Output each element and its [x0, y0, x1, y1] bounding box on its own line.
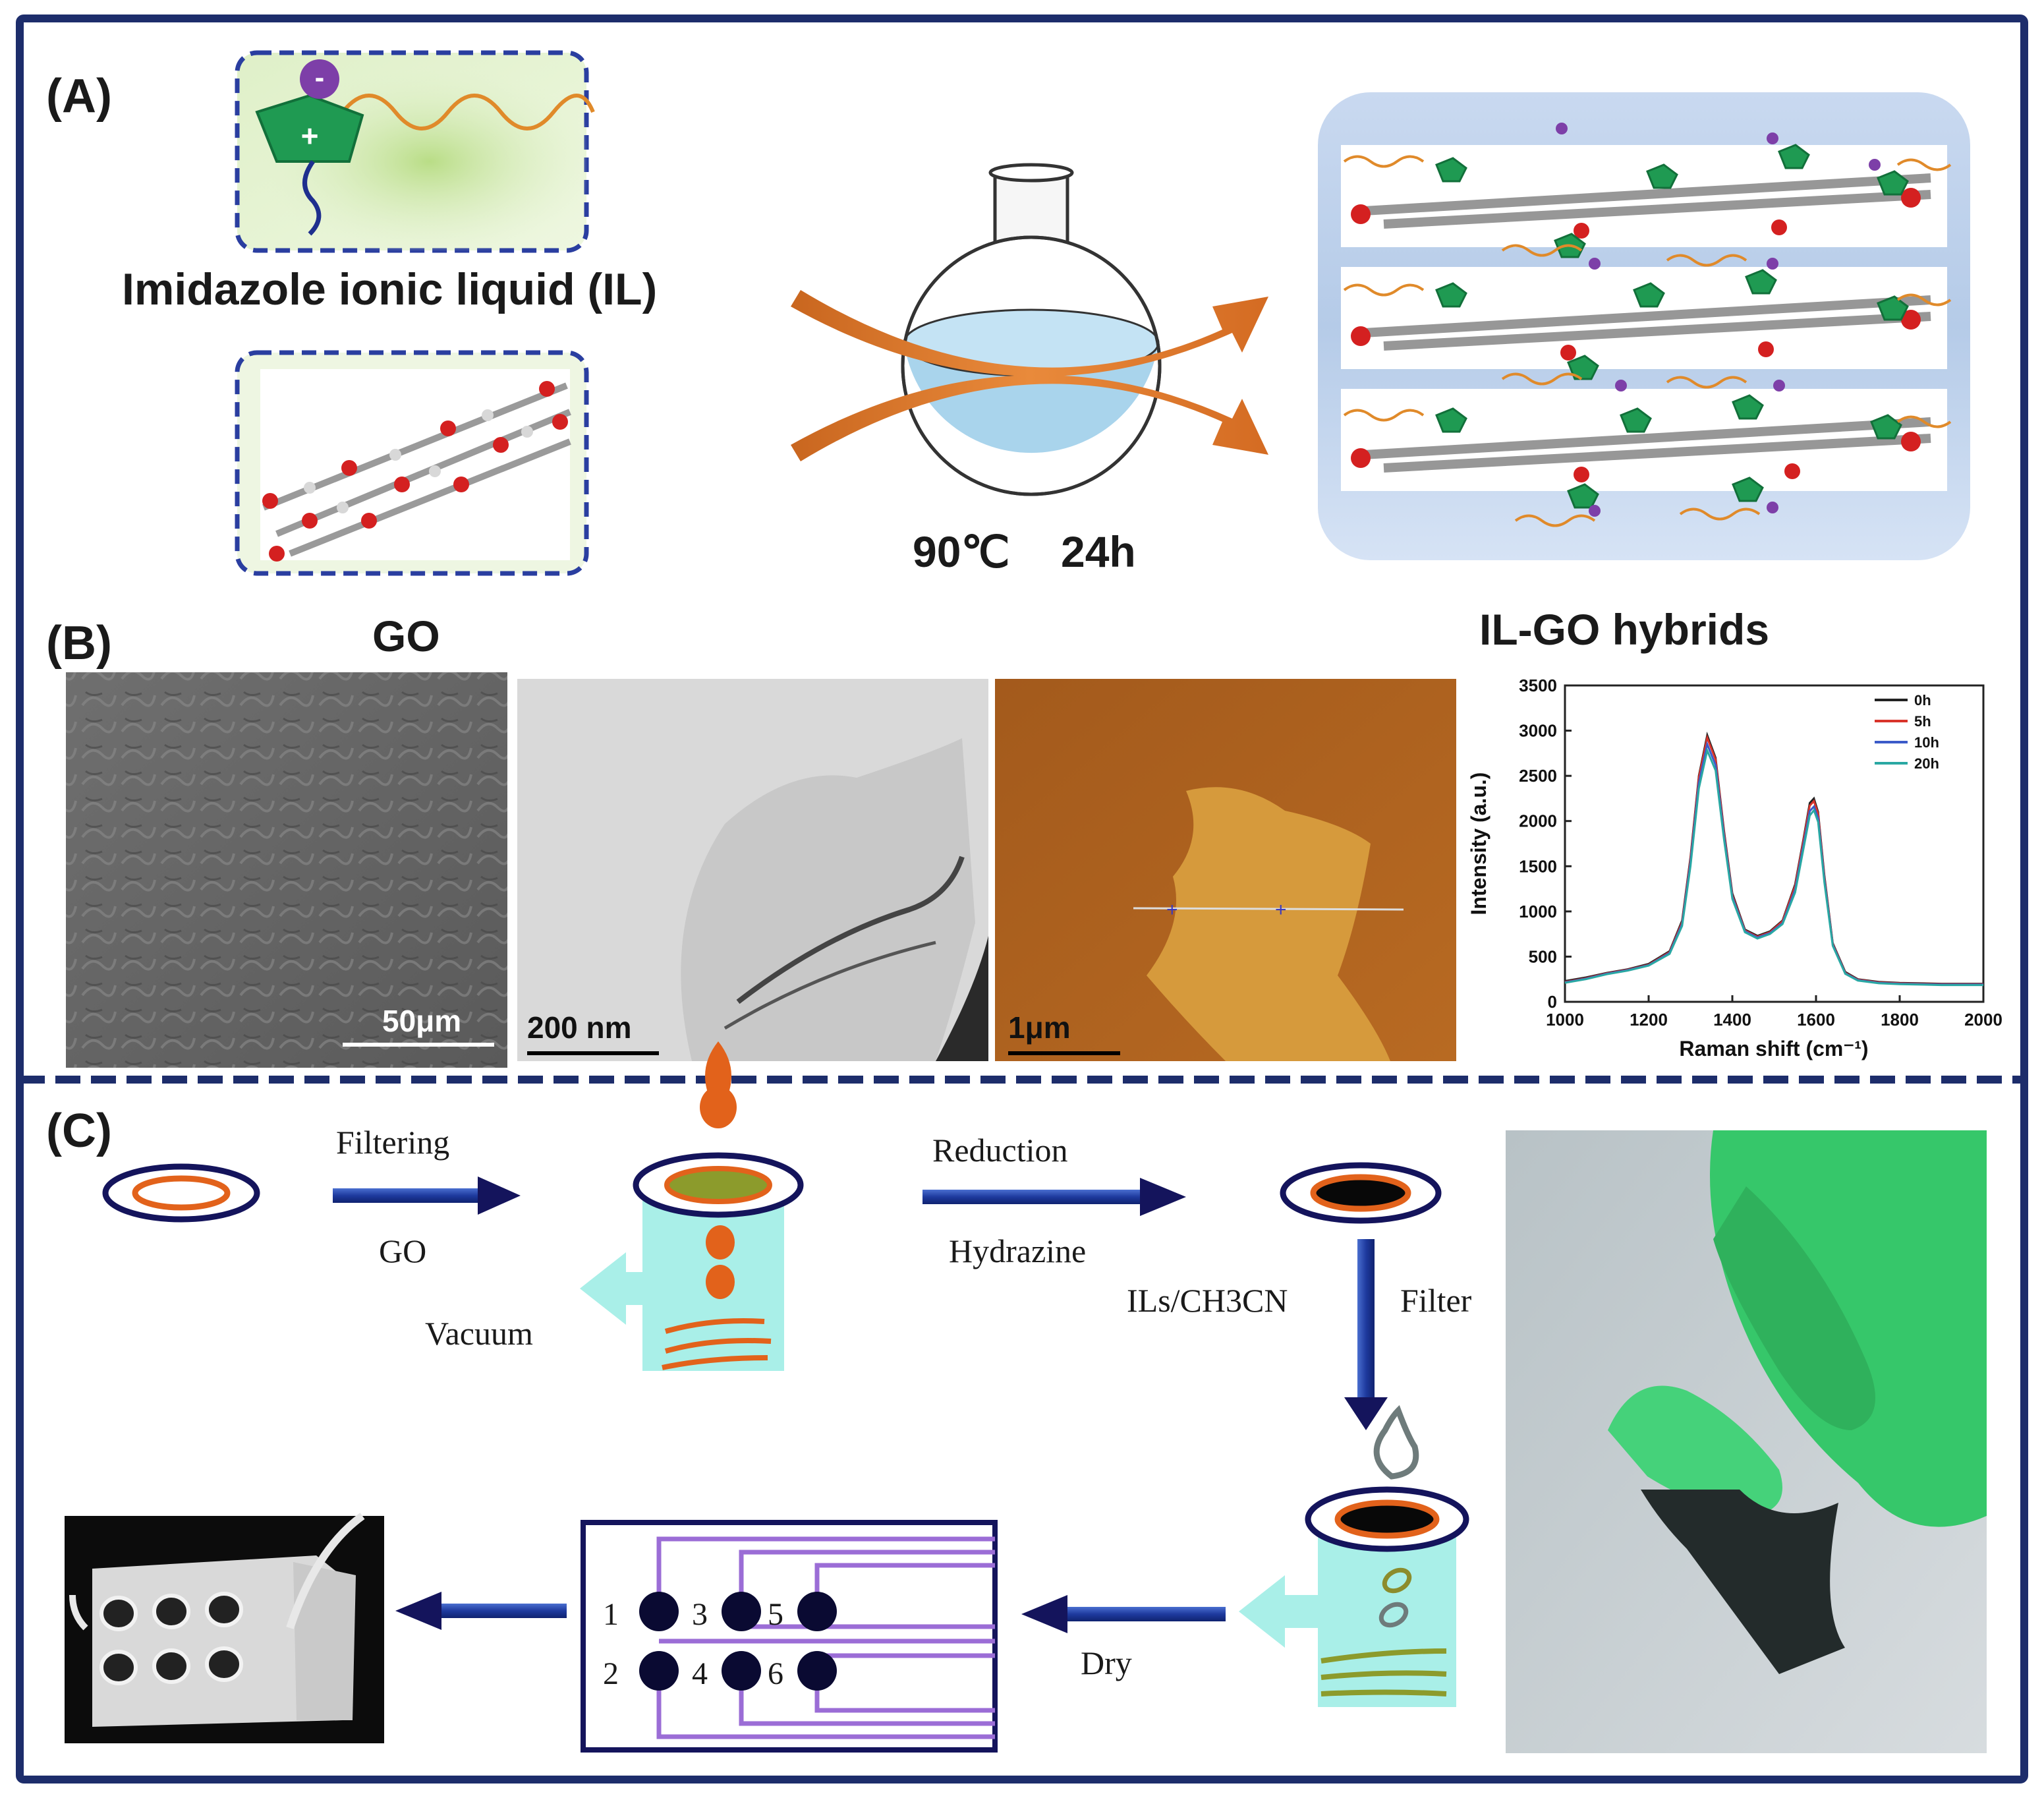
- minus-sign: -: [315, 61, 325, 94]
- filter-membrane-1: [102, 1163, 260, 1223]
- anion: [300, 59, 339, 99]
- x-tick-label: 1600: [1797, 1010, 1835, 1030]
- svg-text:+: +: [1275, 899, 1287, 921]
- arrow-reduction: [923, 1178, 1186, 1216]
- y-tick-label: 2500: [1519, 766, 1557, 786]
- x-tick-label: 1400: [1713, 1010, 1751, 1030]
- filtration-setup-1: [580, 1041, 804, 1371]
- electrode-number: 5: [768, 1597, 783, 1632]
- label-filter: Filter: [1400, 1282, 1472, 1319]
- label-ils-ch3cn: ILs/CH3CN: [1127, 1282, 1288, 1319]
- y-tick-label: 3000: [1519, 721, 1557, 741]
- il-go-hybrid-stack: [1318, 92, 1970, 560]
- legend-label-0h: 0h: [1914, 692, 1931, 709]
- electrode-layout: 1 2 3 4 5 6: [581, 1520, 998, 1753]
- graphene-oxide-box: [235, 350, 589, 576]
- heat-arrow-bottom: [791, 374, 1268, 461]
- plus-sign: +: [301, 119, 319, 153]
- filter-membrane-reduced: [1280, 1162, 1442, 1224]
- chart-xlabel: Raman shift (cm⁻¹): [1679, 1037, 1868, 1060]
- sem-image: 50μm: [66, 672, 507, 1068]
- arrow-filter-down: [1344, 1239, 1388, 1430]
- legend-label-5h: 5h: [1914, 713, 1931, 730]
- plot-area: [1564, 684, 1985, 1003]
- label-vacuum: Vacuum: [425, 1315, 533, 1352]
- arrow-filtering: [333, 1176, 521, 1215]
- y-tick-label: 1000: [1519, 902, 1557, 921]
- arrow-to-device: [395, 1592, 567, 1630]
- series-line-20h: [1564, 747, 1983, 987]
- label-reduction: Reduction: [932, 1132, 1068, 1169]
- imidazolium-ring: [255, 94, 364, 163]
- panel-b-label: (B): [46, 617, 112, 670]
- arrow-dry: [1021, 1595, 1226, 1633]
- raman-chart: Intensity (a.u.) Raman shift (cm⁻¹) 1000…: [1467, 676, 2002, 1060]
- label-go: GO: [379, 1232, 426, 1269]
- x-tick-label: 1000: [1546, 1010, 1584, 1030]
- device-photo: [65, 1513, 384, 1743]
- go-title: GO: [372, 612, 440, 660]
- legend-label-10h: 10h: [1914, 734, 1939, 751]
- electrode-number: 2: [603, 1656, 619, 1691]
- afm-image: + + 1μm: [995, 679, 1456, 1061]
- alkyl-chain: [341, 94, 595, 130]
- ionic-liquid-box: + -: [235, 50, 595, 253]
- x-tick-label: 1200: [1630, 1010, 1668, 1030]
- tem-image: 200 nm: [517, 679, 988, 1061]
- outer-frame: [16, 14, 2028, 1784]
- panel-c-label: (C): [46, 1105, 112, 1157]
- panel-a-label: (A): [46, 70, 112, 123]
- heat-arrow-top: [791, 290, 1268, 377]
- y-tick-label: 0: [1548, 992, 1557, 1012]
- hybrid-title: IL-GO hybrids: [1479, 605, 1769, 654]
- y-tick-label: 2000: [1519, 811, 1557, 831]
- electrode-number: 6: [768, 1656, 783, 1691]
- sem-scale-label: 50μm: [382, 1004, 461, 1038]
- y-tick-label: 3500: [1519, 676, 1557, 695]
- label-dry: Dry: [1081, 1644, 1132, 1681]
- tem-scale-label: 200 nm: [527, 1010, 632, 1045]
- chart-ylabel: Intensity (a.u.): [1467, 772, 1490, 915]
- condition-temp: 90℃: [913, 527, 1010, 576]
- legend-label-20h: 20h: [1914, 755, 1939, 772]
- electrode-number: 3: [692, 1597, 708, 1632]
- x-tick-label: 2000: [1964, 1010, 2002, 1030]
- electrode-number: 1: [603, 1597, 619, 1632]
- svg-text:+: +: [1166, 899, 1178, 921]
- label-hydrazine: Hydrazine: [949, 1232, 1086, 1269]
- x-tick-label: 1800: [1881, 1010, 1919, 1030]
- filtration-setup-2: [1239, 1405, 1469, 1707]
- label-filtering: Filtering: [336, 1124, 449, 1161]
- film-photo: [1506, 1130, 1987, 1753]
- electrode-number: 4: [692, 1656, 708, 1691]
- afm-scale-label: 1μm: [1008, 1010, 1071, 1045]
- y-tick-label: 1500: [1519, 856, 1557, 876]
- condition-time: 24h: [1061, 527, 1136, 576]
- tail-chain: [302, 160, 322, 236]
- il-caption: Imidazole ionic liquid (IL): [122, 264, 657, 314]
- y-tick-label: 500: [1529, 946, 1557, 966]
